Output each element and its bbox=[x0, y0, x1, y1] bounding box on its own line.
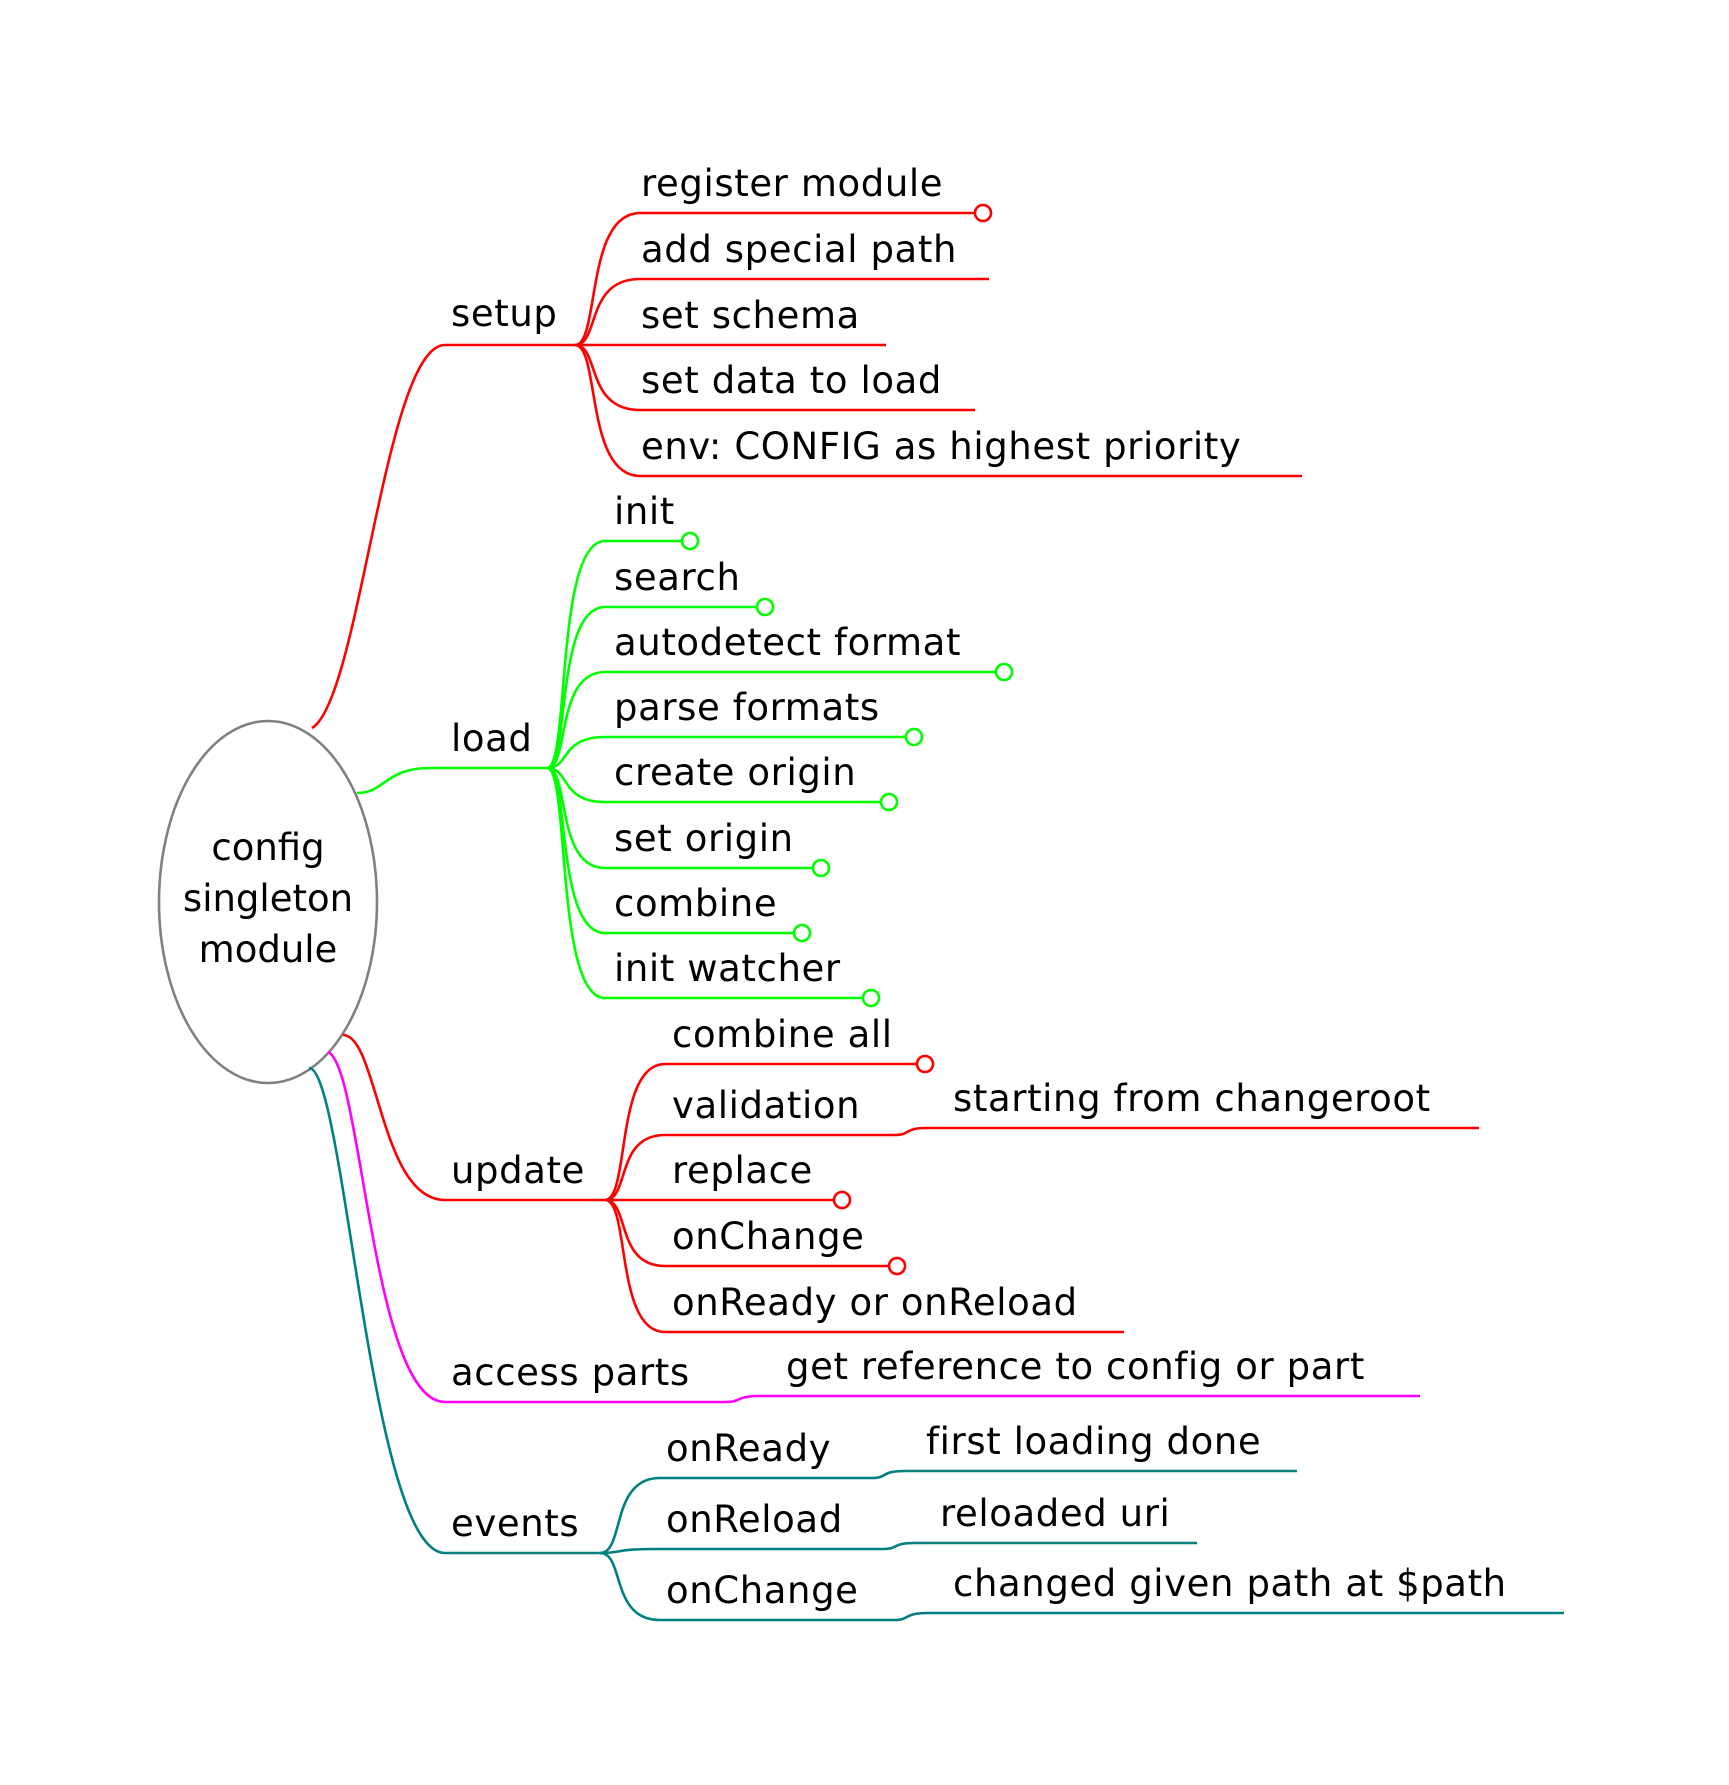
collapse-knob-init[interactable] bbox=[680, 531, 700, 551]
edge-validation-starting-from-changeroot bbox=[894, 1126, 1479, 1137]
edge-update-combine-all bbox=[604, 1062, 917, 1202]
node-first-loading-done-label[interactable]: first loading done bbox=[926, 1420, 1261, 1463]
branch-setup: setup register module add special path s… bbox=[311, 162, 1302, 730]
node-create-origin-label[interactable]: create origin bbox=[614, 751, 856, 794]
node-validation-label[interactable]: validation bbox=[672, 1084, 860, 1127]
node-access-parts-label[interactable]: access parts bbox=[451, 1351, 690, 1394]
collapse-knob-set-origin[interactable] bbox=[811, 858, 831, 878]
edge-load-search bbox=[546, 605, 757, 770]
edge-update-onready-or-onreload bbox=[604, 1198, 1124, 1334]
root-label-line-2: singleton bbox=[183, 877, 353, 920]
node-replace-label[interactable]: replace bbox=[672, 1149, 813, 1192]
node-set-schema-label[interactable]: set schema bbox=[641, 294, 860, 337]
node-get-reference-label[interactable]: get reference to config or part bbox=[786, 1345, 1365, 1388]
edge-events-onchange bbox=[599, 1551, 895, 1622]
node-env-config-label[interactable]: env: CONFIG as highest priority bbox=[641, 425, 1241, 468]
edge-onchange-changed-given-path bbox=[894, 1611, 1564, 1622]
edge-setup-env-config bbox=[574, 343, 1302, 478]
node-onready-or-onreload-label[interactable]: onReady or onReload bbox=[672, 1281, 1078, 1324]
root-node[interactable]: config singleton module bbox=[157, 719, 379, 1085]
collapse-knob-search[interactable] bbox=[755, 597, 775, 617]
node-set-origin-label[interactable]: set origin bbox=[614, 817, 794, 860]
node-starting-from-changeroot-label[interactable]: starting from changeroot bbox=[953, 1077, 1431, 1120]
collapse-knob-init-watcher[interactable] bbox=[861, 988, 881, 1008]
collapse-knob-register-module[interactable] bbox=[973, 203, 993, 223]
node-update-onchange-label[interactable]: onChange bbox=[672, 1215, 865, 1258]
node-load-label[interactable]: load bbox=[451, 717, 532, 760]
node-events-onreload-label[interactable]: onReload bbox=[666, 1498, 843, 1541]
edge-root-setup bbox=[311, 343, 575, 730]
node-autodetect-format-label[interactable]: autodetect format bbox=[614, 621, 961, 664]
node-combine-label[interactable]: combine bbox=[614, 882, 777, 925]
edge-update-validation bbox=[604, 1133, 895, 1202]
collapse-knob-autodetect-format[interactable] bbox=[994, 662, 1014, 682]
node-add-special-path-label[interactable]: add special path bbox=[641, 228, 957, 271]
node-events-label[interactable]: events bbox=[451, 1502, 579, 1545]
node-search-label[interactable]: search bbox=[614, 556, 741, 599]
node-register-module-label[interactable]: register module bbox=[641, 162, 943, 205]
collapse-knob-combine[interactable] bbox=[792, 923, 812, 943]
edge-update-onchange bbox=[604, 1198, 889, 1268]
edge-events-onready bbox=[599, 1476, 872, 1555]
collapse-knob-onchange[interactable] bbox=[887, 1256, 907, 1276]
branch-events: events onReady first loading done onRelo… bbox=[308, 1066, 1564, 1622]
branch-update: update combine all validation starting f… bbox=[342, 1013, 1479, 1334]
node-init-label[interactable]: init bbox=[614, 490, 675, 533]
edge-root-load bbox=[356, 766, 547, 795]
edge-load-init-watcher bbox=[546, 766, 863, 1000]
node-set-data-to-load-label[interactable]: set data to load bbox=[641, 359, 942, 402]
root-label-line-1: config bbox=[211, 826, 324, 869]
edge-onreload-reloaded-uri bbox=[883, 1541, 1197, 1551]
node-reloaded-uri-label[interactable]: reloaded uri bbox=[940, 1492, 1170, 1535]
edge-setup-register-module bbox=[574, 211, 975, 347]
edge-load-autodetect-format bbox=[546, 670, 996, 770]
node-update-label[interactable]: update bbox=[451, 1149, 585, 1192]
edge-events-onreload bbox=[599, 1547, 884, 1555]
edge-setup-set-data-to-load bbox=[574, 343, 975, 412]
edge-access-parts-get-reference bbox=[724, 1394, 1420, 1404]
node-events-onready-label[interactable]: onReady bbox=[666, 1427, 831, 1470]
collapse-knob-combine-all[interactable] bbox=[915, 1054, 935, 1074]
root-ellipse bbox=[157, 719, 379, 1085]
node-setup-label[interactable]: setup bbox=[451, 292, 557, 335]
edge-root-access-parts bbox=[327, 1050, 725, 1404]
edge-root-update bbox=[342, 1033, 605, 1202]
edge-onready-first-loading-done bbox=[871, 1469, 1297, 1480]
edge-load-create-origin bbox=[546, 766, 881, 804]
branch-access-parts: access parts get reference to config or … bbox=[327, 1050, 1420, 1404]
edge-load-parse-formats bbox=[546, 735, 906, 770]
edge-root-events bbox=[308, 1066, 600, 1555]
node-events-onchange-label[interactable]: onChange bbox=[666, 1569, 859, 1612]
node-changed-given-path-label[interactable]: changed given path at $path bbox=[953, 1562, 1507, 1605]
root-label-line-3: module bbox=[199, 928, 338, 971]
node-parse-formats-label[interactable]: parse formats bbox=[614, 686, 880, 729]
collapse-knob-replace[interactable] bbox=[832, 1190, 852, 1210]
node-init-watcher-label[interactable]: init watcher bbox=[614, 947, 841, 990]
collapse-knob-parse-formats[interactable] bbox=[904, 727, 924, 747]
node-combine-all-label[interactable]: combine all bbox=[672, 1013, 893, 1056]
branch-load: load init search autodetect format parse… bbox=[356, 490, 1014, 1008]
edge-setup-add-special-path bbox=[574, 277, 989, 347]
collapse-knob-create-origin[interactable] bbox=[879, 792, 899, 812]
